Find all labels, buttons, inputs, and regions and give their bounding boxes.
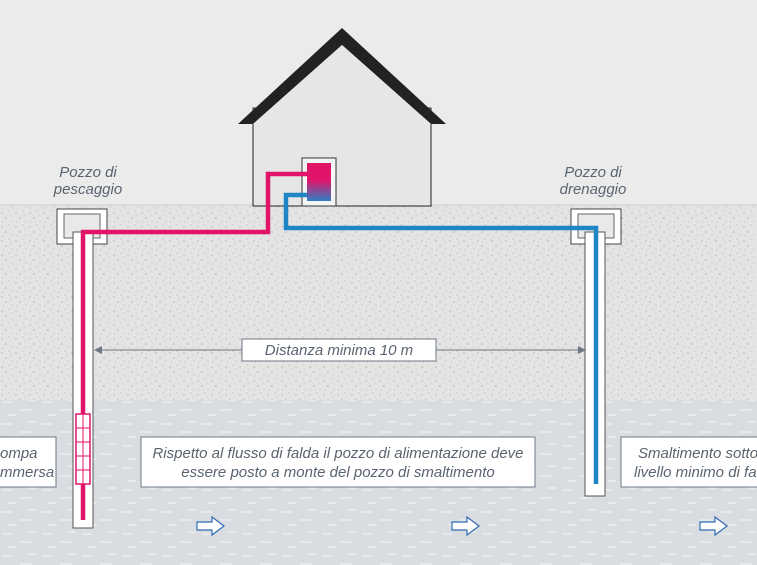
return-pipe [283, 192, 599, 484]
drain-well-label-line1: Pozzo di [564, 164, 622, 181]
flow-arrows [196, 515, 728, 537]
supply-well-label-line2: pescaggio [53, 181, 122, 198]
pump-note-line1: ompa [0, 445, 38, 462]
flow-note: Rispetto al flusso di falda il pozzo di … [140, 436, 536, 488]
flow-arrow-icon [451, 515, 480, 537]
disposal-note-line2: livello minimo di fal [634, 464, 757, 481]
distance-dimension: Distanza minima 10 m [94, 338, 586, 362]
pump-note-line2: mmersa [0, 464, 54, 481]
flow-note-line2: essere posto a monte del pozzo di smalti… [181, 464, 495, 481]
disposal-note: Smaltimento sotto livello minimo di fal [620, 436, 757, 488]
flow-arrow-icon [196, 515, 225, 537]
submersible-pump [75, 413, 91, 485]
flow-note-line1: Rispetto al flusso di falda il pozzo di … [152, 445, 523, 462]
distance-label: Distanza minima 10 m [265, 342, 413, 359]
drain-well-label-line2: drenaggio [560, 181, 627, 198]
supply-well-label-line1: Pozzo di [59, 164, 117, 181]
house [238, 28, 446, 207]
flow-arrow-icon [699, 515, 728, 537]
disposal-note-line1: Smaltimento sotto [638, 445, 757, 462]
heat-pump-unit [301, 157, 337, 207]
pump-note: ompa mmersa [0, 436, 57, 488]
supply-pipe [80, 171, 307, 520]
soil-layer [0, 205, 757, 400]
